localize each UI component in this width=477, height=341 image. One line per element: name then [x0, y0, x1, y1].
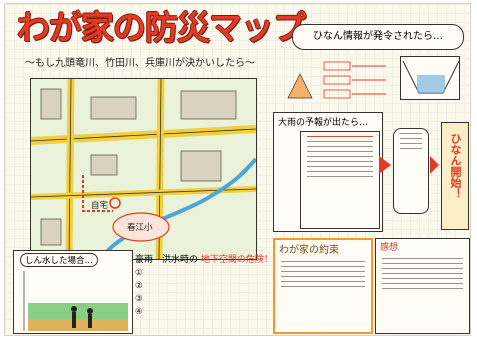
- underground-item-1: ①: [135, 268, 143, 278]
- shelter-marker: [112, 212, 170, 242]
- family-pledge-heading: わが家の約束: [279, 245, 339, 256]
- map-drawing: [31, 79, 256, 259]
- flow-arrow-icon: [379, 156, 391, 174]
- flow-arrow-icon-2: [430, 156, 439, 174]
- info-flow-panel: [280, 54, 390, 104]
- river-cross-section: [400, 56, 460, 100]
- evacuation-map: 春江小 自宅: [30, 78, 257, 260]
- underground-danger-panel: 豪雨 洪水時の 地下空間の危険！ ① ② ③ ④: [135, 252, 273, 335]
- flood-box-heading: しん水した場合…: [20, 253, 99, 267]
- rain-box-heading: 大雨の予報が出たら…: [278, 118, 369, 128]
- underground-item-4: ④: [135, 307, 143, 317]
- rain-forecast-box: 大雨の予報が出たら…: [273, 112, 383, 232]
- disaster-map-poster: わが家の防災マップ 〜もし九頭竜川、竹田川、兵庫川が決かいしたら〜: [4, 3, 471, 336]
- underground-heading: 豪雨 洪水時の: [135, 255, 199, 265]
- warning-triangle-icon: [287, 73, 313, 99]
- poster-subtitle: 〜もし九頭竜川、竹田川、兵庫川が決かいしたら〜: [25, 58, 255, 68]
- underground-item-2: ②: [135, 281, 143, 291]
- poster-title: わが家の防災マップ: [17, 8, 306, 47]
- river: [99, 157, 256, 259]
- evacuate-start-panel: ひなん開始！: [441, 122, 469, 230]
- flood-depth-panel: しん水した場合…: [13, 250, 133, 334]
- map-label-home: 自宅: [91, 201, 109, 211]
- map-label-school: 春江小: [127, 223, 153, 233]
- rain-checklist: [300, 131, 380, 229]
- impressions-box: 感想: [375, 238, 470, 334]
- underground-heading-red: 地下空間の危険！: [200, 255, 273, 265]
- impressions-heading: 感想: [380, 243, 399, 253]
- evacuate-start-text: ひなん開始！: [449, 133, 462, 199]
- evacuation-notice-bubble: ひなん情報が発令されたら…: [292, 24, 464, 50]
- evacuation-route: [82, 175, 113, 212]
- home-marker: [109, 197, 121, 209]
- family-pledge-box: わが家の約束: [273, 238, 373, 334]
- underground-item-3: ③: [135, 294, 143, 304]
- evacuation-notes: [393, 128, 429, 214]
